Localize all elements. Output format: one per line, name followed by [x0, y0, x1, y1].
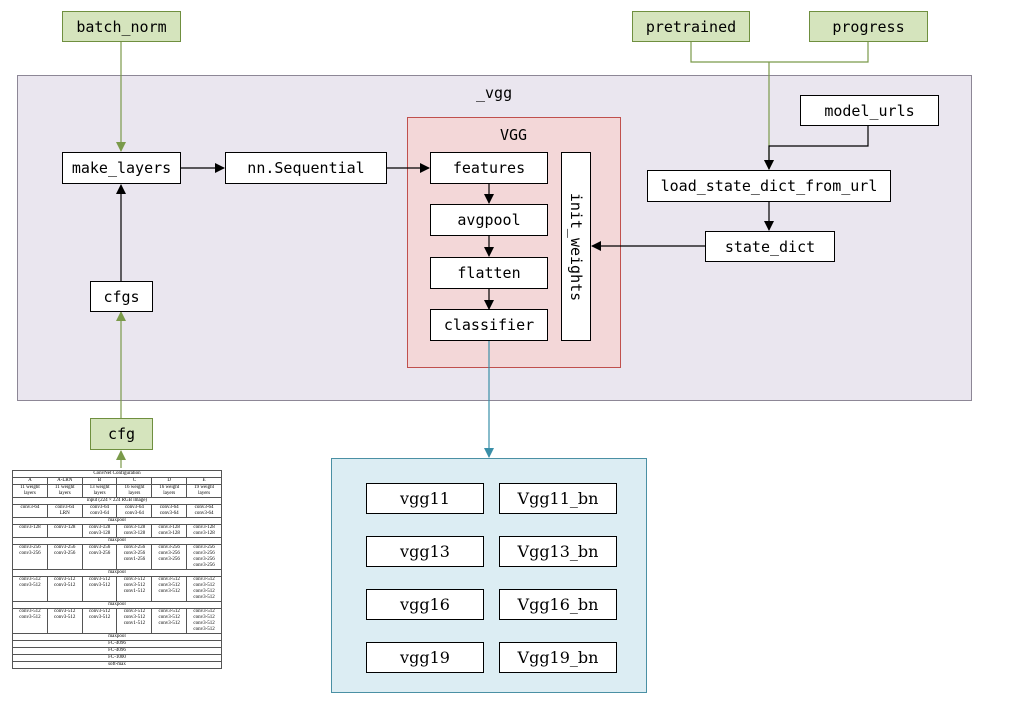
- model-vgg13: vgg13: [366, 536, 484, 567]
- model-vgg16: vgg16: [366, 589, 484, 620]
- table-cell: conv3-512 conv3-512: [81, 576, 118, 602]
- model-vgg16-bn: Vgg16_bn: [499, 589, 617, 620]
- model-vgg11: vgg11: [366, 483, 484, 514]
- table-cell: conv3-512 conv3-512 conv3-512: [151, 608, 188, 634]
- table-cell: conv3-256 conv3-256 conv1-256: [116, 544, 153, 570]
- table-col-a: A: [12, 477, 48, 485]
- model-vgg19: vgg19: [366, 642, 484, 673]
- table-cell: conv3-128: [12, 524, 48, 538]
- table-cell: conv3-64 conv3-64: [151, 504, 188, 518]
- table-fc3: FC-1000: [12, 654, 222, 662]
- progress-param: progress: [809, 11, 928, 42]
- batch-norm-param: batch_norm: [62, 11, 181, 42]
- table-cell: conv3-128 conv3-128: [151, 524, 188, 538]
- table-depth: 19 weight layers: [186, 484, 222, 498]
- table-cell: conv3-64 conv3-64: [116, 504, 153, 518]
- state-dict-node: state_dict: [705, 231, 835, 262]
- table-cell: conv3-512 conv3-512 conv3-512 conv3-512: [186, 576, 222, 602]
- table-cell: conv3-512 conv3-512: [46, 608, 83, 634]
- table-col-d: D: [151, 477, 188, 485]
- edge-pretrained-merge: [690, 42, 769, 63]
- edge-modelurls-load: [764, 126, 869, 170]
- table-cell: conv3-256 conv3-256: [12, 544, 48, 570]
- table-depth: 13 weight layers: [81, 484, 118, 498]
- make-layers-node: make_layers: [62, 152, 181, 184]
- table-cell: conv3-512 conv3-512: [12, 576, 48, 602]
- table-maxpool: maxpool: [12, 569, 222, 577]
- table-maxpool: maxpool: [12, 601, 222, 609]
- model-vgg19-bn: Vgg19_bn: [499, 642, 617, 673]
- table-cell: conv3-64 conv3-64: [81, 504, 118, 518]
- table-cell: conv3-128 conv3-128: [186, 524, 222, 538]
- table-title: ConvNet Configuration: [12, 470, 222, 478]
- avgpool-node: avgpool: [430, 204, 548, 236]
- table-maxpool: maxpool: [12, 537, 222, 545]
- table-cell: conv3-64 LRN: [46, 504, 83, 518]
- table-cell: conv3-512 conv3-512: [12, 608, 48, 634]
- table-col-b: B: [81, 477, 118, 485]
- table-col-alrn: A-LRN: [46, 477, 83, 485]
- flatten-node: flatten: [430, 257, 548, 289]
- init-weights-node: init_weights: [561, 152, 591, 341]
- table-cell: conv3-128 conv3-128: [116, 524, 153, 538]
- pretrained-param: pretrained: [632, 11, 750, 42]
- table-depth: 11 weight layers: [12, 484, 48, 498]
- vgg-function-label: _vgg: [476, 84, 513, 102]
- table-maxpool: maxpool: [12, 633, 222, 641]
- table-depth: 16 weight layers: [151, 484, 188, 498]
- table-cell: conv3-256 conv3-256: [81, 544, 118, 570]
- table-softmax: soft-max: [12, 661, 222, 669]
- table-cell: conv3-64: [12, 504, 48, 518]
- table-cell: conv3-128: [46, 524, 83, 538]
- table-depth: 11 weight layers: [46, 484, 83, 498]
- convnet-config-table: ConvNet Configuration A A-LRN B C D E 11…: [12, 470, 222, 691]
- model-vgg11-bn: Vgg11_bn: [499, 483, 617, 514]
- classifier-node: classifier: [430, 309, 548, 341]
- features-node: features: [430, 152, 548, 184]
- model-urls-node: model_urls: [800, 95, 939, 126]
- table-cell: conv3-256 conv3-256 conv3-256: [151, 544, 188, 570]
- table-cell: conv3-512 conv3-512 conv3-512 conv3-512: [186, 608, 222, 634]
- table-maxpool: maxpool: [12, 517, 222, 525]
- table-cell: conv3-512 conv3-512 conv1-512: [116, 608, 153, 634]
- table-fc1: FC-4096: [12, 640, 222, 648]
- table-col-c: C: [116, 477, 153, 485]
- nn-sequential-node: nn.Sequential: [225, 152, 387, 184]
- edge-progress-merge: [769, 42, 869, 63]
- vgg-class-label: VGG: [500, 126, 528, 144]
- init-weights-label: init_weights: [567, 192, 585, 301]
- table-cell: conv3-256 conv3-256 conv3-256 conv3-256: [186, 544, 222, 570]
- table-cell: conv3-512 conv3-512: [81, 608, 118, 634]
- table-fc2: FC-4096: [12, 647, 222, 655]
- table-cell: conv3-64 conv3-64: [186, 504, 222, 518]
- table-col-e: E: [186, 477, 222, 485]
- table-cell: conv3-512 conv3-512: [46, 576, 83, 602]
- load-state-dict-from-url-node: load_state_dict_from_url: [647, 170, 891, 202]
- cfgs-node: cfgs: [90, 281, 153, 312]
- table-input: input (224 × 224 RGB image): [12, 497, 222, 505]
- table-cell: conv3-256 conv3-256: [46, 544, 83, 570]
- table-cell: conv3-128 conv3-128: [81, 524, 118, 538]
- table-cell: conv3-512 conv3-512 conv1-512: [116, 576, 153, 602]
- table-depth: 16 weight layers: [116, 484, 153, 498]
- model-vgg13-bn: Vgg13_bn: [499, 536, 617, 567]
- cfg-param: cfg: [90, 418, 153, 450]
- table-cell: conv3-512 conv3-512 conv3-512: [151, 576, 188, 602]
